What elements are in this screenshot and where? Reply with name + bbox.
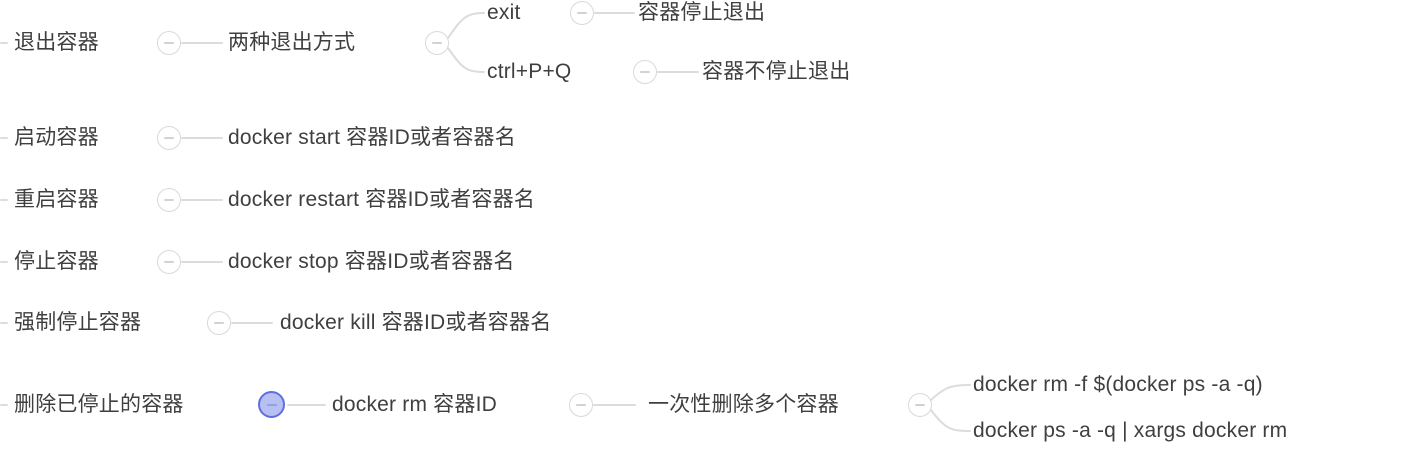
collapse-button[interactable] xyxy=(157,250,181,274)
topic-remove-container[interactable]: 删除已停止的容器 xyxy=(14,393,184,416)
collapse-button[interactable] xyxy=(207,311,231,335)
topic-force-stop-cmd[interactable]: docker kill 容器ID或者容器名 xyxy=(280,311,552,334)
collapse-button[interactable] xyxy=(908,393,932,417)
collapse-button[interactable] xyxy=(157,31,181,55)
branch-curve xyxy=(447,47,485,73)
topic-remove-multi-cmd-1[interactable]: docker rm -f $(docker ps -a -q) xyxy=(973,373,1263,396)
connector-line xyxy=(594,12,635,14)
connector-line xyxy=(181,261,223,263)
topic-remove-multi-cmd-2[interactable]: docker ps -a -q | xargs docker rm xyxy=(973,419,1288,442)
topic-exit-cmd[interactable]: exit xyxy=(487,1,521,24)
connector-line xyxy=(181,42,223,44)
collapse-button[interactable] xyxy=(633,60,657,84)
collapse-button[interactable] xyxy=(157,126,181,150)
collapse-button[interactable] xyxy=(157,188,181,212)
collapse-button[interactable] xyxy=(569,393,593,417)
connector-line xyxy=(181,199,223,201)
parent-connector-stub xyxy=(0,137,8,139)
topic-exit-result[interactable]: 容器停止退出 xyxy=(638,1,766,24)
collapse-button[interactable] xyxy=(425,31,449,55)
topic-ctrl-pq[interactable]: ctrl+P+Q xyxy=(487,60,572,83)
topic-stop-cmd[interactable]: docker stop 容器ID或者容器名 xyxy=(228,250,515,273)
connector-line xyxy=(231,322,273,324)
topic-start-container[interactable]: 启动容器 xyxy=(14,126,99,149)
topic-restart-container[interactable]: 重启容器 xyxy=(14,188,99,211)
topic-remove-cmd[interactable]: docker rm 容器ID xyxy=(332,393,497,416)
parent-connector-stub xyxy=(0,42,8,44)
parent-connector-stub xyxy=(0,322,8,324)
topic-start-cmd[interactable]: docker start 容器ID或者容器名 xyxy=(228,126,516,149)
topic-two-exit-methods[interactable]: 两种退出方式 xyxy=(228,31,356,54)
topic-ctrl-pq-result[interactable]: 容器不停止退出 xyxy=(702,60,851,83)
collapse-button[interactable] xyxy=(570,1,594,25)
topic-restart-cmd[interactable]: docker restart 容器ID或者容器名 xyxy=(228,188,536,211)
topic-stop-container[interactable]: 停止容器 xyxy=(14,250,99,273)
branch-curve xyxy=(930,409,971,432)
parent-connector-stub xyxy=(0,404,8,406)
parent-connector-stub xyxy=(0,261,8,263)
connector-line xyxy=(593,404,636,406)
branch-curve xyxy=(930,384,971,401)
topic-force-stop-container[interactable]: 强制停止容器 xyxy=(14,311,142,334)
collapse-button-selected[interactable] xyxy=(258,391,285,418)
connector-line xyxy=(657,71,699,73)
branch-curve xyxy=(447,12,485,39)
connector-line xyxy=(287,404,326,406)
topic-remove-multi[interactable]: 一次性删除多个容器 xyxy=(648,393,839,416)
connector-line xyxy=(181,137,223,139)
parent-connector-stub xyxy=(0,199,8,201)
topic-exit-container[interactable]: 退出容器 xyxy=(14,31,99,54)
